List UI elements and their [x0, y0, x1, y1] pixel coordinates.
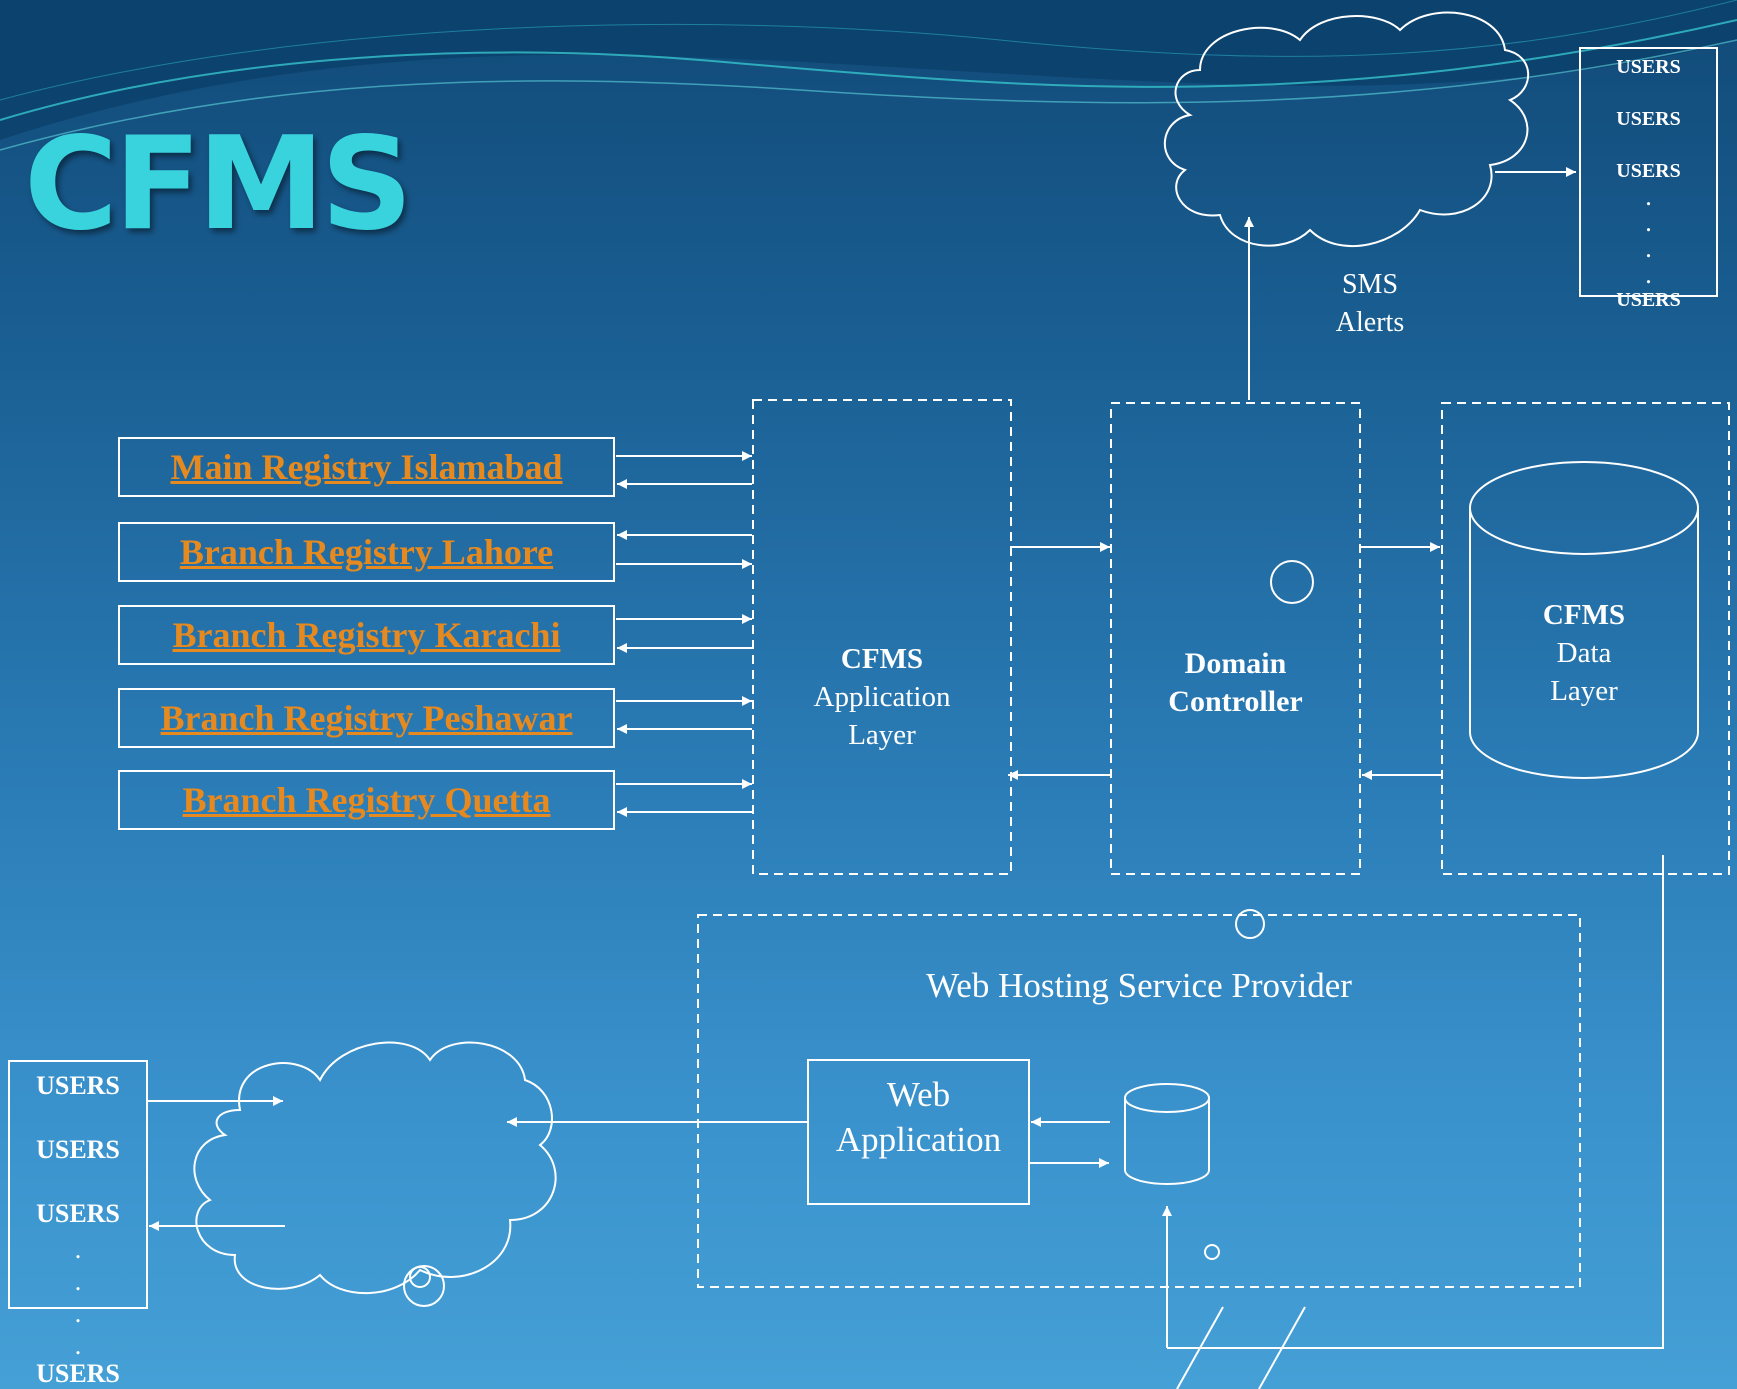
- data-layer-box: [1441, 402, 1730, 875]
- web-application-box: [807, 1059, 1030, 1205]
- registry-box-lahore: Branch Registry Lahore: [118, 522, 615, 582]
- web-app-line2: Application: [835, 1120, 1002, 1159]
- sms-line1: SMS: [1341, 269, 1399, 300]
- users-top-dot: .: [1645, 260, 1652, 289]
- data-layer-line3: Layer: [1550, 675, 1618, 707]
- registry-box-karachi: Branch Registry Karachi: [118, 605, 615, 665]
- users-bottom-dot: .: [74, 1235, 82, 1264]
- cloud-target-circle-inner: [409, 1266, 431, 1288]
- domain-controller-label: Domain Controller: [1111, 645, 1360, 721]
- users-list-bottom: USERS USERS USERS . . . . USERS: [9, 1071, 147, 1389]
- registry-box-peshawar: Branch Registry Peshawar: [118, 688, 615, 748]
- data-layer-line2: Data: [1556, 637, 1612, 669]
- internet-cloud-shape: [193, 1041, 557, 1295]
- registry-link-islamabad[interactable]: Main Registry Islamabad: [170, 447, 563, 487]
- users-box-bottom: [8, 1060, 148, 1309]
- users-bottom-item-4: USERS: [36, 1359, 120, 1388]
- web-hosting-box: [697, 914, 1581, 1288]
- users-top-item-4: USERS: [1616, 289, 1681, 311]
- hosting-db-cylinder: [1124, 1083, 1210, 1185]
- users-bottom-dot: .: [74, 1267, 82, 1296]
- web-application-label: Web Application: [808, 1072, 1029, 1162]
- network-break-marks: [1176, 1306, 1306, 1389]
- domain-controller-line1: Domain: [1184, 647, 1287, 680]
- data-layer-label: CFMS Data Layer: [1470, 596, 1698, 710]
- users-top-dot: .: [1645, 182, 1652, 211]
- users-bottom-dot: .: [74, 1331, 82, 1360]
- sms-line2: Alerts: [1335, 307, 1405, 338]
- users-top-item-3: USERS: [1616, 160, 1681, 182]
- registry-arrows: [616, 451, 752, 817]
- app-layer-line2: Application: [813, 681, 951, 713]
- users-bottom-item-2: USERS: [36, 1135, 120, 1164]
- sms-cloud-shape: [1163, 11, 1530, 248]
- users-top-dot: .: [1645, 208, 1652, 237]
- app-layer-label: CFMS Application Layer: [753, 640, 1011, 754]
- domain-controller-box: [1110, 402, 1361, 875]
- app-layer-line1: CFMS: [840, 643, 924, 675]
- users-bottom-item-1: USERS: [36, 1071, 120, 1100]
- app-layer-line3: Layer: [848, 719, 916, 751]
- domain-controller-line2: Controller: [1168, 685, 1303, 718]
- registry-link-peshawar[interactable]: Branch Registry Peshawar: [160, 698, 573, 738]
- webapp-db-arrows: [1030, 1117, 1110, 1168]
- registry-link-quetta[interactable]: Branch Registry Quetta: [182, 780, 551, 820]
- cloud-target-circle-outer: [403, 1265, 445, 1307]
- web-hosting-label: Web Hosting Service Provider: [926, 966, 1352, 1005]
- registry-link-karachi[interactable]: Branch Registry Karachi: [172, 615, 561, 655]
- users-cloud-arrows: [147, 1096, 285, 1231]
- registry-link-lahore[interactable]: Branch Registry Lahore: [179, 532, 554, 572]
- data-to-hosting-line: [1167, 855, 1664, 1349]
- registry-box-quetta: Branch Registry Quetta: [118, 770, 615, 830]
- users-list-top: USERS USERS USERS . . . . USERS: [1580, 56, 1717, 318]
- users-bottom-item-3: USERS: [36, 1199, 120, 1228]
- layer-arrows: [1008, 542, 1442, 780]
- users-top-dot: .: [1645, 234, 1652, 263]
- web-app-line1: Web: [886, 1075, 951, 1114]
- app-layer-box: [752, 399, 1012, 875]
- hosting-small-circle: [1204, 1244, 1220, 1260]
- users-box-top: [1579, 47, 1718, 297]
- page-title: CFMS: [24, 110, 413, 259]
- domain-controller-circle: [1270, 560, 1314, 604]
- data-layer-cylinder: [1469, 461, 1699, 779]
- users-bottom-dot: .: [74, 1299, 82, 1328]
- users-top-item-1: USERS: [1616, 56, 1681, 78]
- hosting-top-circle: [1235, 909, 1265, 939]
- sms-alerts-label: SMS Alerts: [1310, 266, 1430, 342]
- registry-box-islamabad: Main Registry Islamabad: [118, 437, 615, 497]
- users-top-item-2: USERS: [1616, 108, 1681, 130]
- data-layer-line1: CFMS: [1542, 599, 1626, 631]
